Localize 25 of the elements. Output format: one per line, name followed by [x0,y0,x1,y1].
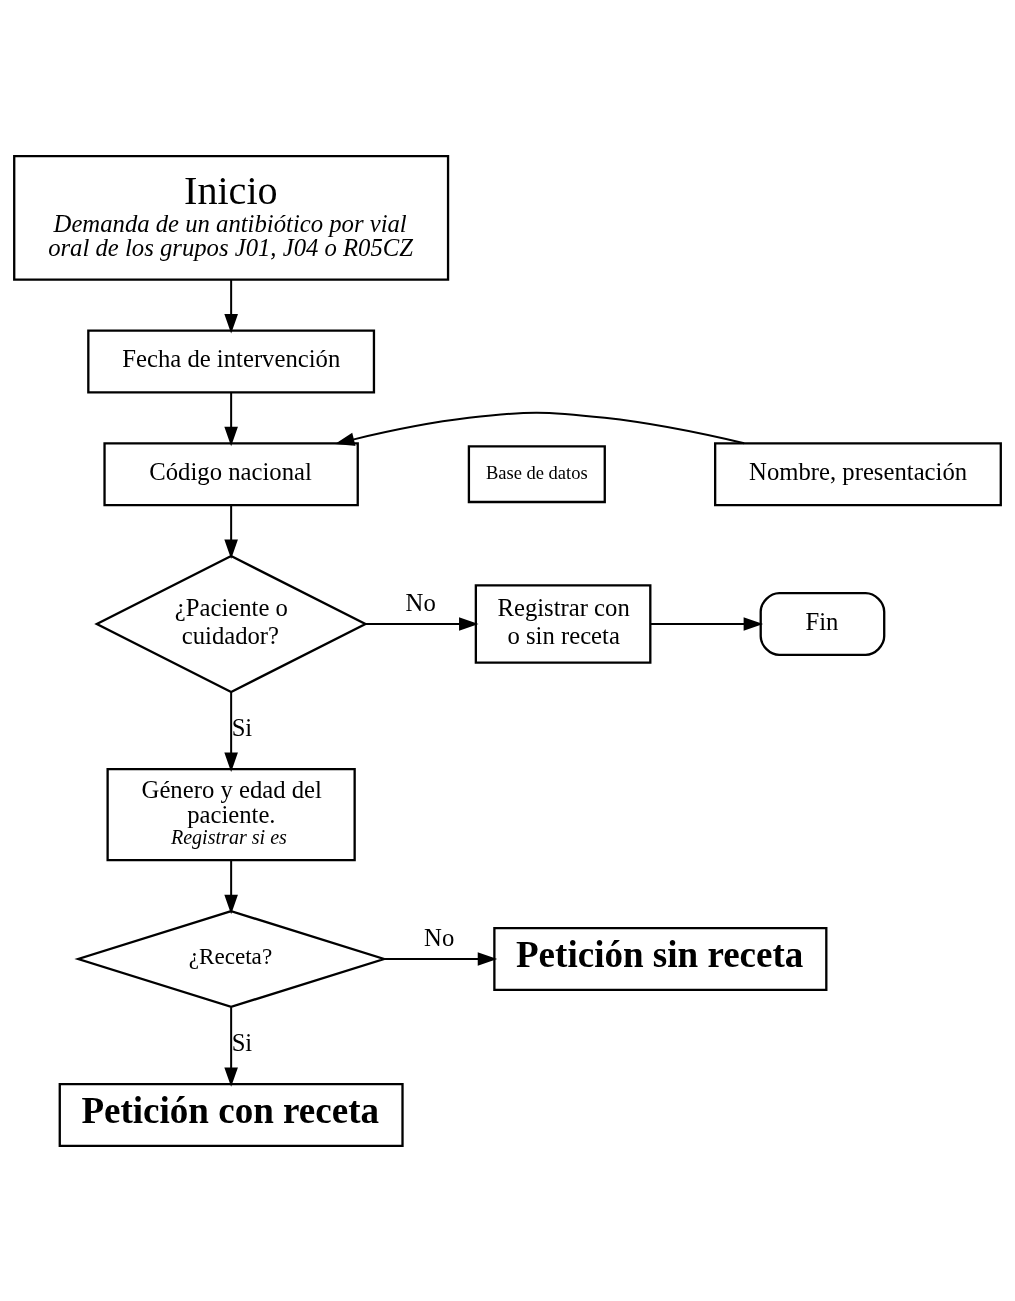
arrow [650,616,764,631]
edge-label: No [405,588,436,616]
node-box: Código nacional [103,441,359,506]
node-box: Registrar con o sin receta [474,583,652,664]
node-box: Fin [759,591,886,656]
arrow [224,504,238,559]
arrow [224,279,238,334]
edge-label: No [424,923,455,951]
node-box: Petición sin receta [493,926,828,991]
arrow [224,860,238,914]
arrow [365,616,479,631]
node-box: Petición con receta [58,1082,404,1147]
node-box: Base de datos [467,444,606,503]
arrow [224,391,238,446]
edge-label: Si [231,1028,253,1056]
arrow [334,411,745,446]
node-box: Inicio Demanda de un antibiótico por vial oral de los grupos J01, J04 o R05CZ [13,154,450,281]
node-diamond: ¿Paciente o cuidador? [94,554,369,693]
arrow [224,1006,238,1087]
node-box: Género y edad del paciente. Registrar si es [106,767,356,861]
node-box: Fecha de intervención [87,328,376,394]
arrow [384,951,498,966]
arrow [224,691,238,772]
node-box: Nombre, presentación [714,441,1002,506]
edge-label: Si [231,713,253,741]
